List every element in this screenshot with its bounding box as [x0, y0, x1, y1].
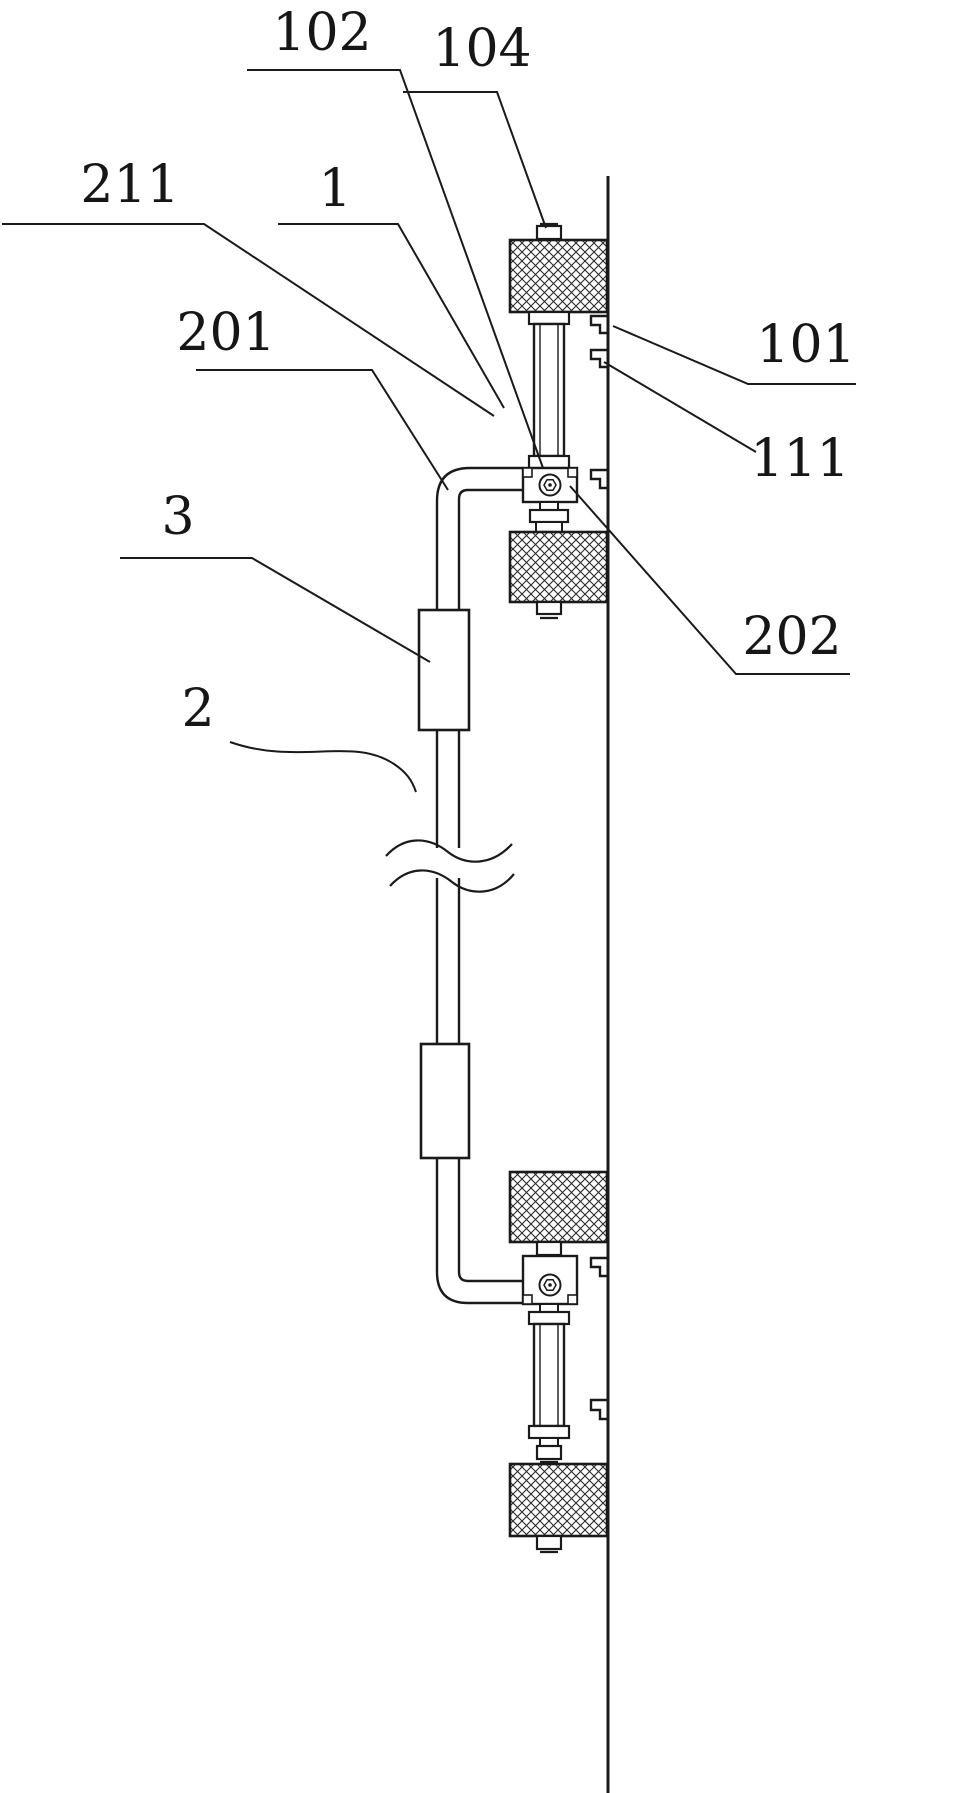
leader-201 [196, 369, 449, 491]
joint-neck-bottom [539, 1303, 559, 1313]
joint-bolt-hex-bottom [543, 1279, 557, 1291]
wall-bracket-bottom-1 [589, 1256, 608, 1278]
roller-bottom-lower [508, 1462, 609, 1538]
leader-211 [2, 223, 495, 417]
label-1: 1 [318, 159, 351, 219]
wall-bracket-mid [589, 468, 608, 490]
cylinder-body-part1 [532, 322, 566, 458]
roller-top-lower-bolt [535, 600, 563, 616]
roller-top-upper [508, 238, 609, 314]
joint-neck-bottom-2 [539, 1437, 559, 1447]
pipe-upper-inner-line [457, 488, 523, 848]
joint-flange-top [528, 508, 570, 524]
top-roller-assembly [508, 222, 609, 620]
joint-bolt-hex-top [543, 479, 557, 491]
leader-104 [403, 91, 547, 229]
label-2: 2 [181, 679, 214, 739]
bottom-roller-assembly [508, 1170, 609, 1554]
label-3: 3 [161, 487, 194, 547]
bolt-above-bottom-roller [535, 1444, 563, 1461]
leader-1 [278, 223, 505, 409]
pipe-lower-inner-line [457, 878, 523, 1283]
label-202: 202 [742, 607, 841, 667]
joint-bolt-center-top [548, 483, 552, 487]
label-201: 201 [176, 303, 275, 363]
joint-stub-top [535, 521, 563, 533]
wall-bracket-bottom-2 [589, 1398, 608, 1421]
cylinder-bottom-flange-lower [527, 1424, 571, 1440]
wall-bracket-top-1 [589, 314, 608, 335]
pipe-sleeve-lower [419, 1042, 471, 1160]
leader-3 [120, 557, 431, 663]
joint-top-ear-left [522, 467, 533, 478]
pipe-break-wave-lower [389, 869, 515, 893]
leader-2 [229, 741, 417, 793]
joint-bolt-center-bottom [548, 1283, 552, 1287]
pipe-break-wave-upper [385, 839, 513, 863]
leader-202 [569, 485, 850, 675]
cylinder-top-flange-upper [527, 310, 571, 326]
joint-bottom-ear-left [522, 1294, 533, 1305]
joint-top-ear-right [567, 467, 578, 478]
leader-102 [247, 69, 544, 469]
roller-bottom-upper [508, 1170, 609, 1244]
leader-101 [612, 325, 856, 385]
roller-bottom-lower-bolt [535, 1534, 563, 1551]
leader-lines [2, 69, 856, 793]
pipe-upper-outer-line [435, 466, 523, 848]
label-111: 111 [750, 429, 849, 489]
wall-bracket-top-2 [589, 348, 608, 369]
leader-111 [603, 361, 757, 453]
label-101: 101 [756, 315, 855, 375]
roller-top-lower [508, 530, 609, 604]
joint-bottom-ear-right [567, 1294, 578, 1305]
connecting-pipe [385, 466, 523, 1305]
label-211: 211 [80, 155, 179, 215]
pipe-lower-outer-line [435, 878, 523, 1305]
cylinder-top-flange-lower [527, 454, 571, 470]
cylinder-bottom-flange-upper [527, 1310, 571, 1326]
top-bolt-head [535, 224, 563, 241]
cylinder-body-bottom [532, 1322, 566, 1428]
pipe-sleeve-upper [417, 608, 471, 732]
label-104: 104 [432, 19, 531, 79]
reference-numerals: 102 104 211 1 201 101 111 202 3 2 [80, 3, 855, 739]
roller-bottom-upper-bolt [535, 1240, 563, 1257]
joint-neck-top [539, 501, 559, 511]
label-102: 102 [272, 3, 371, 63]
